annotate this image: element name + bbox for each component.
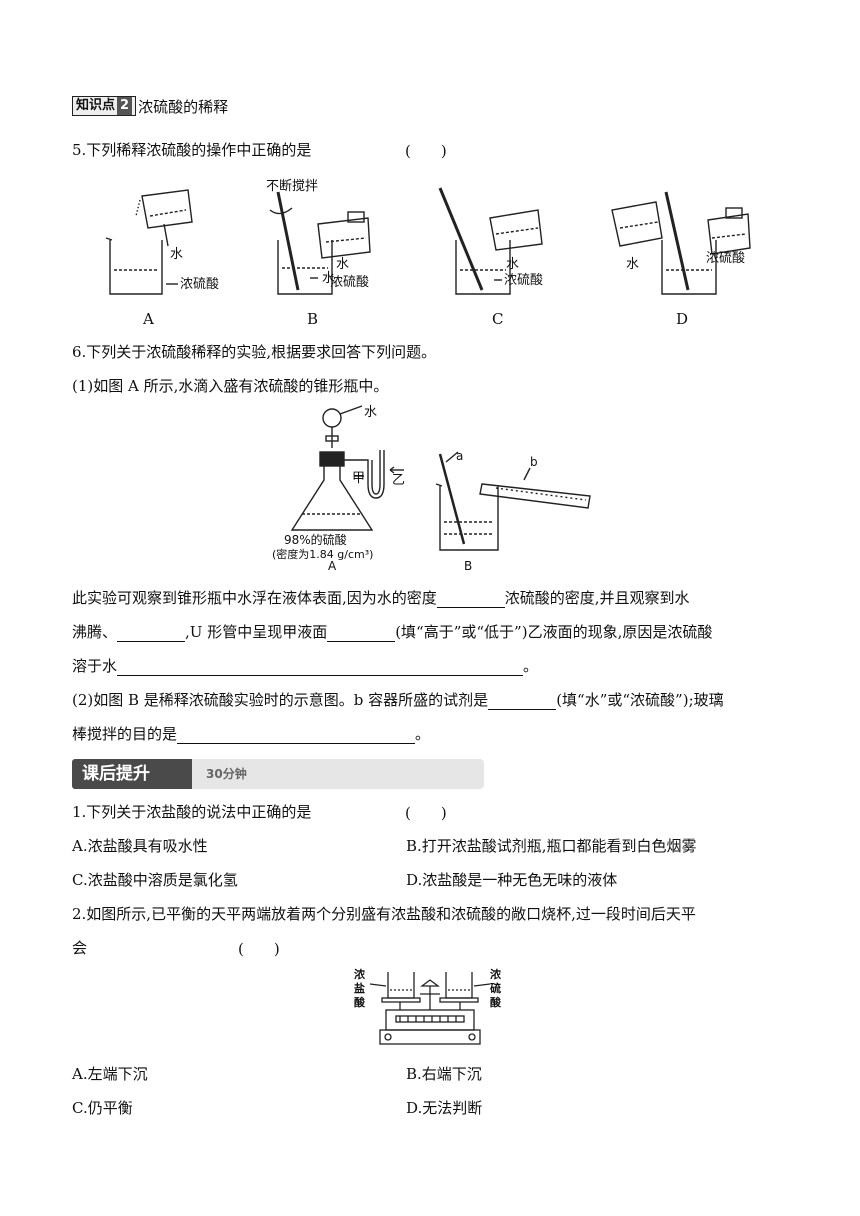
q6-line3-a: 溶于水 <box>72 657 118 675</box>
aq2-option-a: A.左端下沉 <box>72 1065 148 1083</box>
aq2-option-b: B.右端下沉 <box>406 1065 482 1083</box>
aq2-option-d: D.无法判断 <box>406 1099 483 1117</box>
q6-stem: 6.下列关于浓硫酸稀释的实验,根据要求回答下列问题。 <box>72 343 437 361</box>
banner-title: 课后提升 <box>72 759 192 789</box>
tag-number: 2 <box>117 97 133 115</box>
fig-c-water-label: 水 <box>506 257 519 272</box>
after-class-banner: 30分钟 课后提升 <box>72 759 484 789</box>
fig-d-water-label: 水 <box>626 257 639 272</box>
fig-d-acid-label: 浓硫酸 <box>706 251 745 266</box>
right-label-3: 酸 <box>490 995 502 1009</box>
fig-b-water2-label: 水 <box>322 271 335 286</box>
fig6-label-B: B <box>464 559 472 572</box>
blank-phenomenon[interactable] <box>117 625 186 642</box>
aq2-stem-line1: 2.如图所示,已平衡的天平两端放着两个分别盛有浓盐酸和浓硫酸的敞口烧杯,过一段时… <box>72 905 696 923</box>
banner-time-strip: 30分钟 <box>184 759 484 789</box>
q6-text-line1: 此实验可观察到锥形瓶中水浮在液体表面,因为水的密度 浓硫酸的密度,并且观察到水 <box>72 588 690 608</box>
blank-stir-purpose[interactable] <box>177 727 416 744</box>
q5-option-a: A <box>143 310 154 328</box>
fig6-label-A: A <box>328 559 337 572</box>
fig6-label-a: a <box>456 449 463 463</box>
q6-line2-a: 沸腾、 <box>72 623 118 641</box>
aq2-option-c: C.仍平衡 <box>72 1099 133 1117</box>
blank-reason[interactable] <box>117 659 524 676</box>
graduated-cylinder <box>479 483 591 509</box>
fig6-jia-label: 甲 <box>352 471 365 486</box>
left-label-2: 盐 <box>354 981 365 995</box>
pour-beaker-c <box>489 209 543 251</box>
fig-a-water-label: 水 <box>170 247 183 262</box>
fig6-acid-line2: (密度为1.84 g/cm³) <box>272 547 373 561</box>
q5-option-b: B <box>307 310 319 328</box>
q6-line5-a: 棒搅拌的目的是 <box>72 725 178 743</box>
banner-time: 30分钟 <box>206 767 247 781</box>
q6-line3-b: 。 <box>523 657 539 675</box>
q5-option-d: D <box>676 310 689 328</box>
q5-option-c: C <box>492 310 504 328</box>
section-title: 浓硫酸的稀释 <box>138 97 229 116</box>
erlenmeyer-flask <box>290 466 374 531</box>
q5-stem-line: 5.下列稀释浓硫酸的操作中正确的是 <box>72 140 311 160</box>
pour-beaker-d <box>611 201 663 247</box>
right-label-1: 浓 <box>490 967 502 981</box>
pour-bottle-b <box>317 217 371 259</box>
fig-b-acid-label: 浓硫酸 <box>330 275 369 290</box>
right-beaker <box>445 972 473 999</box>
left-label-1: 浓 <box>354 967 366 981</box>
aq2-balance-figure: 浓 盐 酸 浓 硫 酸 <box>354 967 502 1045</box>
fig6-water-label: 水 <box>364 405 377 420</box>
blank-level[interactable] <box>327 625 396 642</box>
q6-line1-a: 此实验可观察到锥形瓶中水浮在液体表面,因为水的密度 <box>72 589 437 607</box>
q6-line4-a: (2)如图 B 是稀释浓硫酸实验时的示意图。b 容器所盛的试剂是 <box>72 691 489 709</box>
left-beaker <box>387 972 415 999</box>
q6-text-line2: 沸腾、 ,U 形管中呈现甲液面 (填“高于”或“低于”)乙液面的现象,原因是浓硫酸 <box>72 622 712 642</box>
blank-density[interactable] <box>436 591 505 608</box>
aq1-answer-paren: ( ) <box>405 804 447 822</box>
balance-foot <box>379 1029 481 1045</box>
q6-line5-b: 。 <box>415 725 431 743</box>
aq1-option-c: C.浓盐酸中溶质是氯化氢 <box>72 871 238 889</box>
beaker-c <box>455 240 511 295</box>
beaker-a <box>109 240 163 295</box>
q6-figure: 水 甲 乙 98%的硫酸 (密度为1.84 g/cm³) A a b B <box>272 405 591 572</box>
beaker-d <box>661 240 717 295</box>
q6-line1-b: 浓硫酸的密度,并且观察到水 <box>504 589 690 607</box>
q5-figure: 水 浓硫酸 不断搅拌 水 浓硫酸 水 水 浓硫酸 水 浓硫酸 <box>105 178 751 295</box>
fig-c-acid-label: 浓硫酸 <box>504 273 543 288</box>
q6-text-line4: (2)如图 B 是稀释浓硫酸实验时的示意图。b 容器所盛的试剂是 (填“水”或“浓… <box>72 690 724 710</box>
tag-label: 知识点 <box>76 98 116 113</box>
aq2-answer-paren: ( ) <box>238 940 280 958</box>
fig-b-water-label: 水 <box>336 257 349 272</box>
u-tube <box>340 450 385 499</box>
right-label-2: 硫 <box>490 981 501 995</box>
aq2-stem-line2: 会 <box>72 939 88 957</box>
fig6-yi-label: 乙 <box>392 473 405 488</box>
q6-text-line5: 棒搅拌的目的是 。 <box>72 724 430 744</box>
q6-line2-b: ,U 形管中呈现甲液面 <box>185 623 328 641</box>
aq1-option-a: A.浓盐酸具有吸水性 <box>72 837 208 855</box>
fig6-label-b: b <box>530 455 538 469</box>
aq1-option-d: D.浓盐酸是一种无色无味的液体 <box>406 871 618 889</box>
fig6-acid-line1: 98%的硫酸 <box>284 532 347 547</box>
funnel-bulb <box>322 408 342 428</box>
q5-stem: 5.下列稀释浓硫酸的操作中正确的是 <box>72 141 312 159</box>
fig-a-acid-label: 浓硫酸 <box>180 277 219 292</box>
q6-line4-b: (填“水”或“浓硫酸”);玻璃 <box>556 691 724 709</box>
acid-bottle-d <box>707 213 751 255</box>
beaker-b <box>277 240 333 295</box>
balance-base <box>385 1009 475 1031</box>
q6-line2-c: (填“高于”或“低于”)乙液面的现象,原因是浓硫酸 <box>395 623 713 641</box>
blank-reagent[interactable] <box>488 693 557 710</box>
pour-beaker-a <box>141 189 193 229</box>
fig-b-stir-label: 不断搅拌 <box>266 178 318 194</box>
section-heading: 知识点 2 浓硫酸的稀释 <box>72 96 228 116</box>
knowledge-point-tag: 知识点 2 <box>72 96 137 116</box>
aq1-option-b: B.打开浓盐酸试剂瓶,瓶口都能看到白色烟雾 <box>406 837 697 855</box>
aq1-stem: 1.下列关于浓盐酸的说法中正确的是 <box>72 803 312 821</box>
q6-text-line3: 溶于水 。 <box>72 656 538 676</box>
q6-part1: (1)如图 A 所示,水滴入盛有浓硫酸的锥形瓶中。 <box>72 377 389 395</box>
q5-answer-paren: ( ) <box>405 142 447 160</box>
beaker-b2 <box>439 486 499 551</box>
left-label-3: 酸 <box>354 995 366 1009</box>
